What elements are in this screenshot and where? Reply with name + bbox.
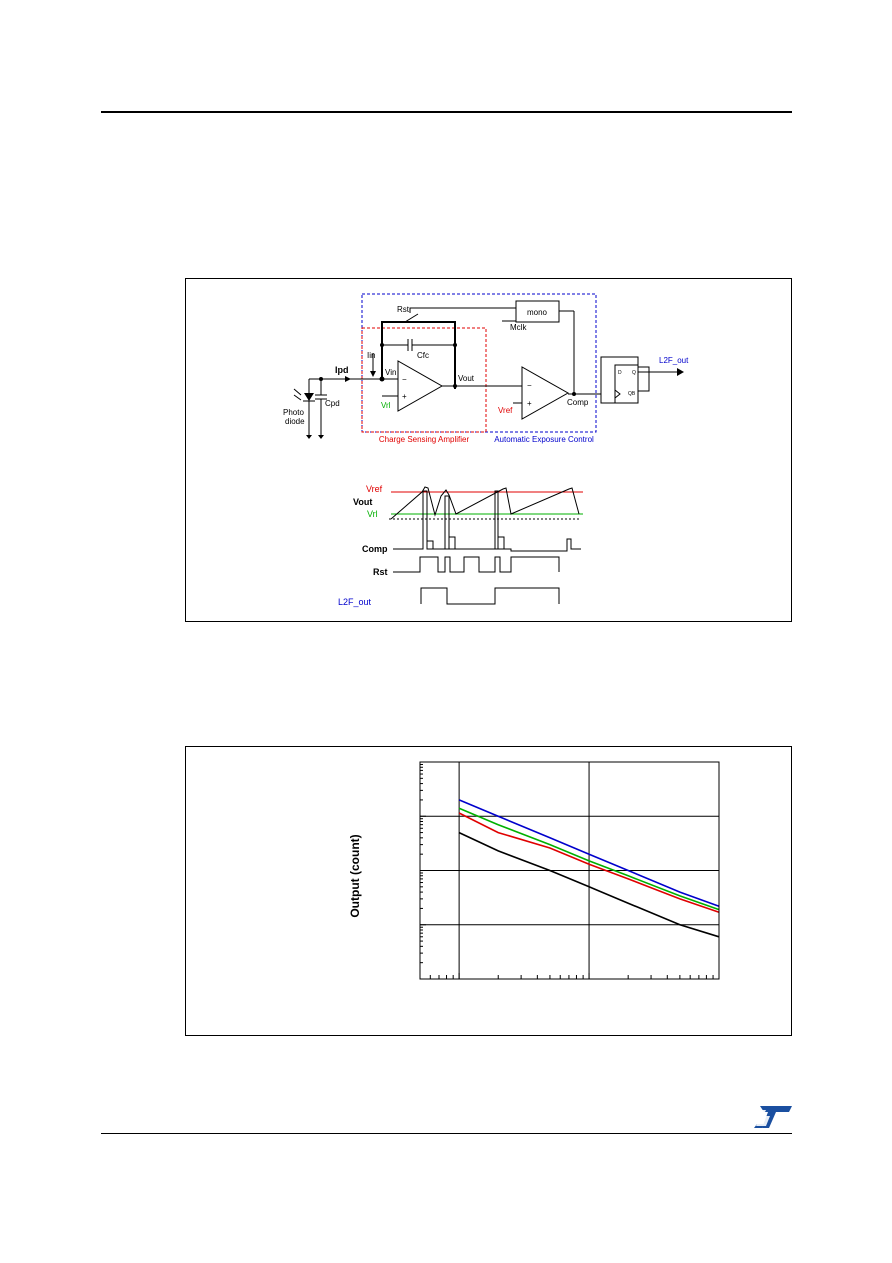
photodiode-label-2: diode — [285, 417, 305, 426]
series-line-4 — [458, 831, 720, 938]
ff-qb-label: QB — [628, 391, 636, 397]
circuit-diagram: mono Rst Mclk Cfc Iin − + Vin Vrl Vout I… — [283, 293, 689, 607]
iin-arrowhead — [370, 371, 376, 377]
pd-ray-1 — [293, 388, 302, 396]
csa-minus: − — [402, 375, 407, 384]
node-cfc-right — [453, 343, 457, 347]
timing-vrl-label: Vrl — [367, 509, 378, 519]
vref-label: Vref — [498, 406, 513, 415]
iin-label: Iin — [367, 351, 375, 360]
series-line-1 — [458, 799, 720, 907]
timing-vref-label: Vref — [366, 484, 383, 494]
timing-l2f-label: L2F_out — [338, 597, 372, 607]
rst-switch-blade — [404, 313, 419, 323]
ground-icon — [306, 435, 312, 439]
chart-figure: Output (count) — [185, 746, 792, 1036]
node-pd — [319, 377, 323, 381]
rst-waveform — [393, 556, 560, 573]
rst-line — [409, 307, 516, 313]
flipflop-inner — [614, 364, 639, 404]
series-line-2 — [458, 807, 720, 911]
comp-label: Comp — [567, 398, 589, 407]
node-comp — [572, 392, 576, 396]
vin-label: Vin — [385, 368, 396, 377]
chart-lines — [458, 799, 720, 938]
ff-clk — [614, 389, 621, 399]
circuit-figure: mono Rst Mclk Cfc Iin − + Vin Vrl Vout I… — [185, 278, 792, 622]
csa-block-box — [361, 327, 487, 433]
plot-area-border — [419, 761, 720, 980]
mono-label: mono — [527, 308, 548, 317]
rst-switch-wire — [381, 321, 456, 389]
ground-icon — [318, 435, 324, 439]
timing-comp-label: Comp — [362, 544, 388, 554]
ff-d-label: D — [618, 370, 622, 376]
timing-rst-label: Rst — [373, 567, 388, 577]
vrl-label: Vrl — [381, 401, 391, 410]
l2f-arrowhead — [677, 368, 684, 376]
csa-plus: + — [402, 392, 407, 401]
l2f-waveform — [420, 587, 560, 605]
series-line-3 — [458, 812, 720, 913]
photodiode-label-1: Photo — [283, 408, 304, 417]
rst-label: Rst — [397, 305, 410, 314]
ipd-arrowhead — [345, 376, 351, 382]
output-chart: Output (count) — [348, 761, 720, 980]
photodiode-icon — [304, 393, 314, 401]
ff-feedback — [638, 366, 650, 392]
comparator-opamp — [521, 366, 570, 420]
node-vout — [453, 384, 457, 388]
ff-q-label: Q — [632, 370, 636, 376]
y-axis-label: Output (count) — [348, 834, 362, 917]
csa-block-label: Charge Sensing Amplifier — [379, 435, 470, 444]
chart-grid — [419, 761, 720, 980]
st-logo-icon — [754, 1106, 792, 1128]
comp-waveform — [393, 490, 581, 552]
comp-pulses — [426, 536, 505, 550]
aec-block-box — [361, 293, 597, 433]
l2f-out-label: L2F_out — [659, 356, 689, 365]
footer-rule — [101, 1133, 792, 1134]
mclk-label: Mclk — [510, 323, 527, 332]
pd-ray-2 — [293, 394, 302, 401]
header-rule — [101, 111, 792, 113]
vout-waveform — [390, 486, 580, 520]
aec-block-label: Automatic Exposure Control — [494, 435, 594, 444]
cpd-label: Cpd — [325, 399, 340, 408]
comp-plus: + — [527, 399, 532, 408]
ipd-label: Ipd — [335, 365, 349, 375]
csa-opamp — [397, 360, 444, 412]
timing-vout-label: Vout — [353, 497, 372, 507]
cfc-label: Cfc — [417, 351, 429, 360]
node-vin — [379, 376, 385, 382]
node-cfc-left — [380, 343, 384, 347]
vout-label: Vout — [458, 374, 475, 383]
comp-minus: − — [527, 381, 532, 390]
